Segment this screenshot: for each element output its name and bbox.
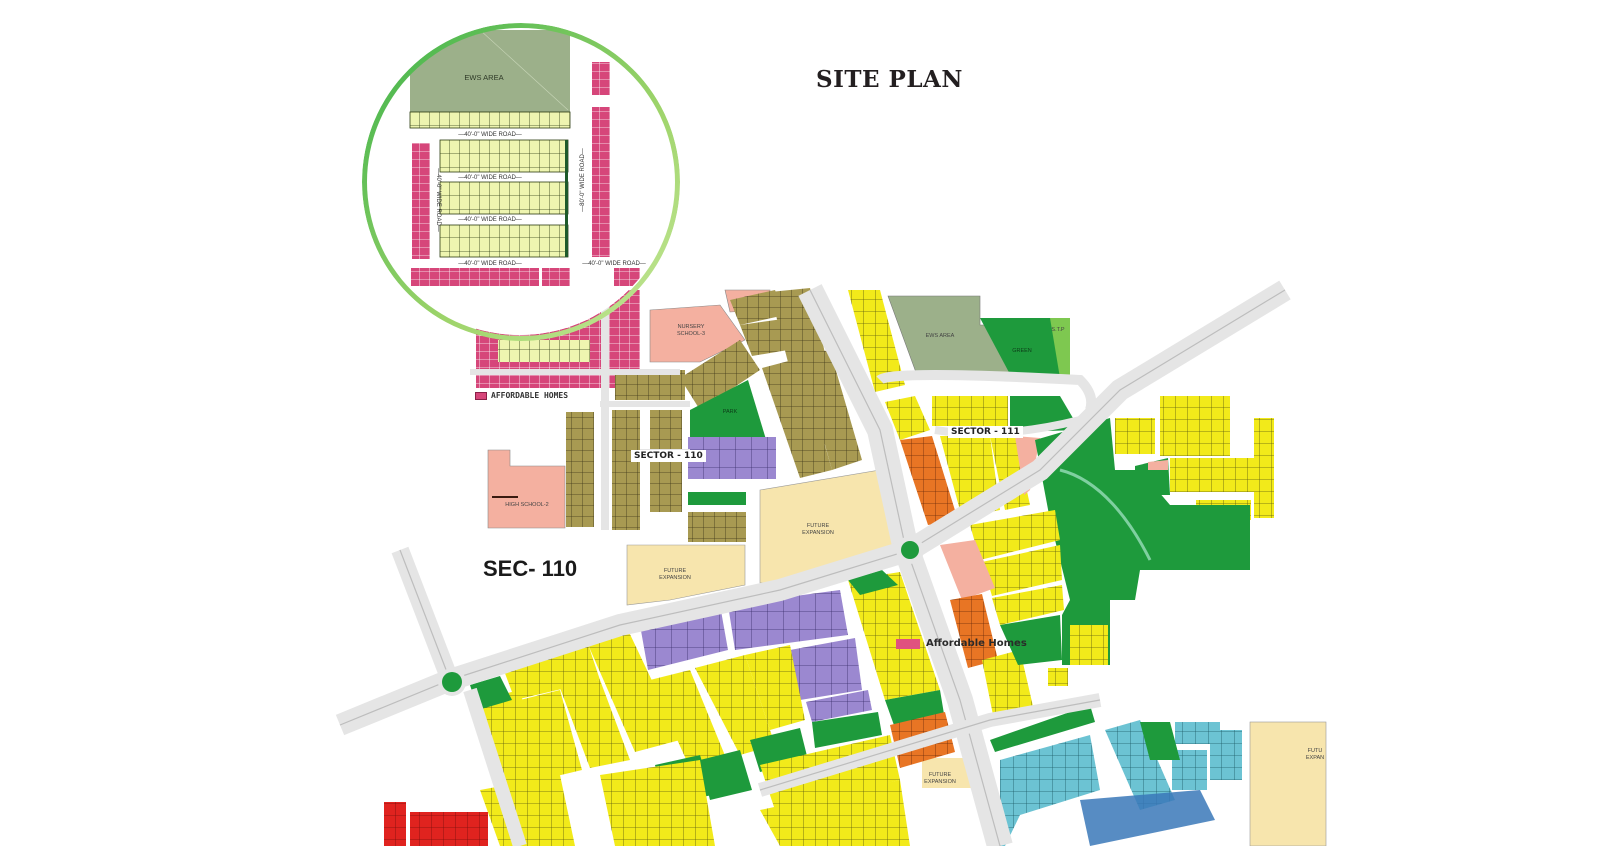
svg-text:EXPANSION: EXPANSION bbox=[802, 530, 834, 536]
svg-text:—40'-0" WIDE ROAD—: —40'-0" WIDE ROAD— bbox=[458, 217, 522, 223]
svg-text:SCHOOL-3: SCHOOL-3 bbox=[677, 331, 705, 337]
roundabout-west bbox=[442, 672, 462, 692]
svg-text:—40'-0" WIDE ROAD—: —40'-0" WIDE ROAD— bbox=[435, 168, 441, 232]
legend-label: AFFORDABLE HOMES bbox=[491, 391, 569, 400]
affordable-homes-marker[interactable]: Affordable Homes bbox=[896, 638, 1027, 649]
high-school bbox=[487, 449, 566, 529]
svg-text:EWS AREA: EWS AREA bbox=[926, 333, 955, 339]
svg-text:—80'-0" WIDE ROAD—: —80'-0" WIDE ROAD— bbox=[580, 148, 586, 212]
roundabout-center bbox=[901, 541, 919, 559]
pink-marker-icon bbox=[896, 638, 920, 649]
svg-text:FUTU: FUTU bbox=[1308, 748, 1323, 754]
svg-text:S.T.P: S.T.P bbox=[1051, 327, 1064, 333]
svg-text:—40'-0" WIDE ROAD—: —40'-0" WIDE ROAD— bbox=[458, 175, 522, 181]
svg-text:EWS AREA: EWS AREA bbox=[464, 73, 503, 82]
sec-110-heading: SEC- 110 bbox=[483, 556, 578, 581]
marker-label: Affordable Homes bbox=[926, 638, 1027, 649]
inset-road-label: —40'-0" WIDE ROAD— bbox=[458, 132, 522, 138]
svg-text:—40'-0" WIDE ROAD—: —40'-0" WIDE ROAD— bbox=[458, 261, 522, 267]
svg-text:PARK: PARK bbox=[723, 409, 738, 415]
svg-text:HIGH SCHOOL-2: HIGH SCHOOL-2 bbox=[505, 502, 548, 508]
svg-text:FUTURE: FUTURE bbox=[664, 568, 687, 574]
svg-text:NURSERY: NURSERY bbox=[678, 324, 705, 330]
svg-text:GREEN: GREEN bbox=[1012, 348, 1032, 354]
sector-111-label: SECTOR - 111 bbox=[948, 426, 1023, 438]
svg-text:EXPANSION: EXPANSION bbox=[924, 779, 956, 785]
svg-text:EXPANSION: EXPANSION bbox=[659, 575, 691, 581]
affordable-homes-legend: AFFORDABLE HOMES bbox=[475, 391, 568, 400]
svg-text:—40'-0" WIDE ROAD—: —40'-0" WIDE ROAD— bbox=[582, 261, 646, 267]
svg-text:EXPAN: EXPAN bbox=[1306, 755, 1324, 761]
svg-text:FUTURE: FUTURE bbox=[929, 772, 952, 778]
main-map-area: HIGH SCHOOL-2 NURSERY SCHOOL-3 FUTURE EX… bbox=[335, 280, 1327, 846]
svg-text:FUTURE: FUTURE bbox=[807, 523, 830, 529]
page-title: SITE PLAN bbox=[816, 66, 963, 93]
sector-110-label: SECTOR - 110 bbox=[631, 450, 706, 462]
pink-swatch-icon bbox=[475, 391, 487, 400]
inset-zoom-circle: —40'-0" WIDE ROAD— —40'-0" WIDE ROAD— —4… bbox=[366, 27, 674, 335]
